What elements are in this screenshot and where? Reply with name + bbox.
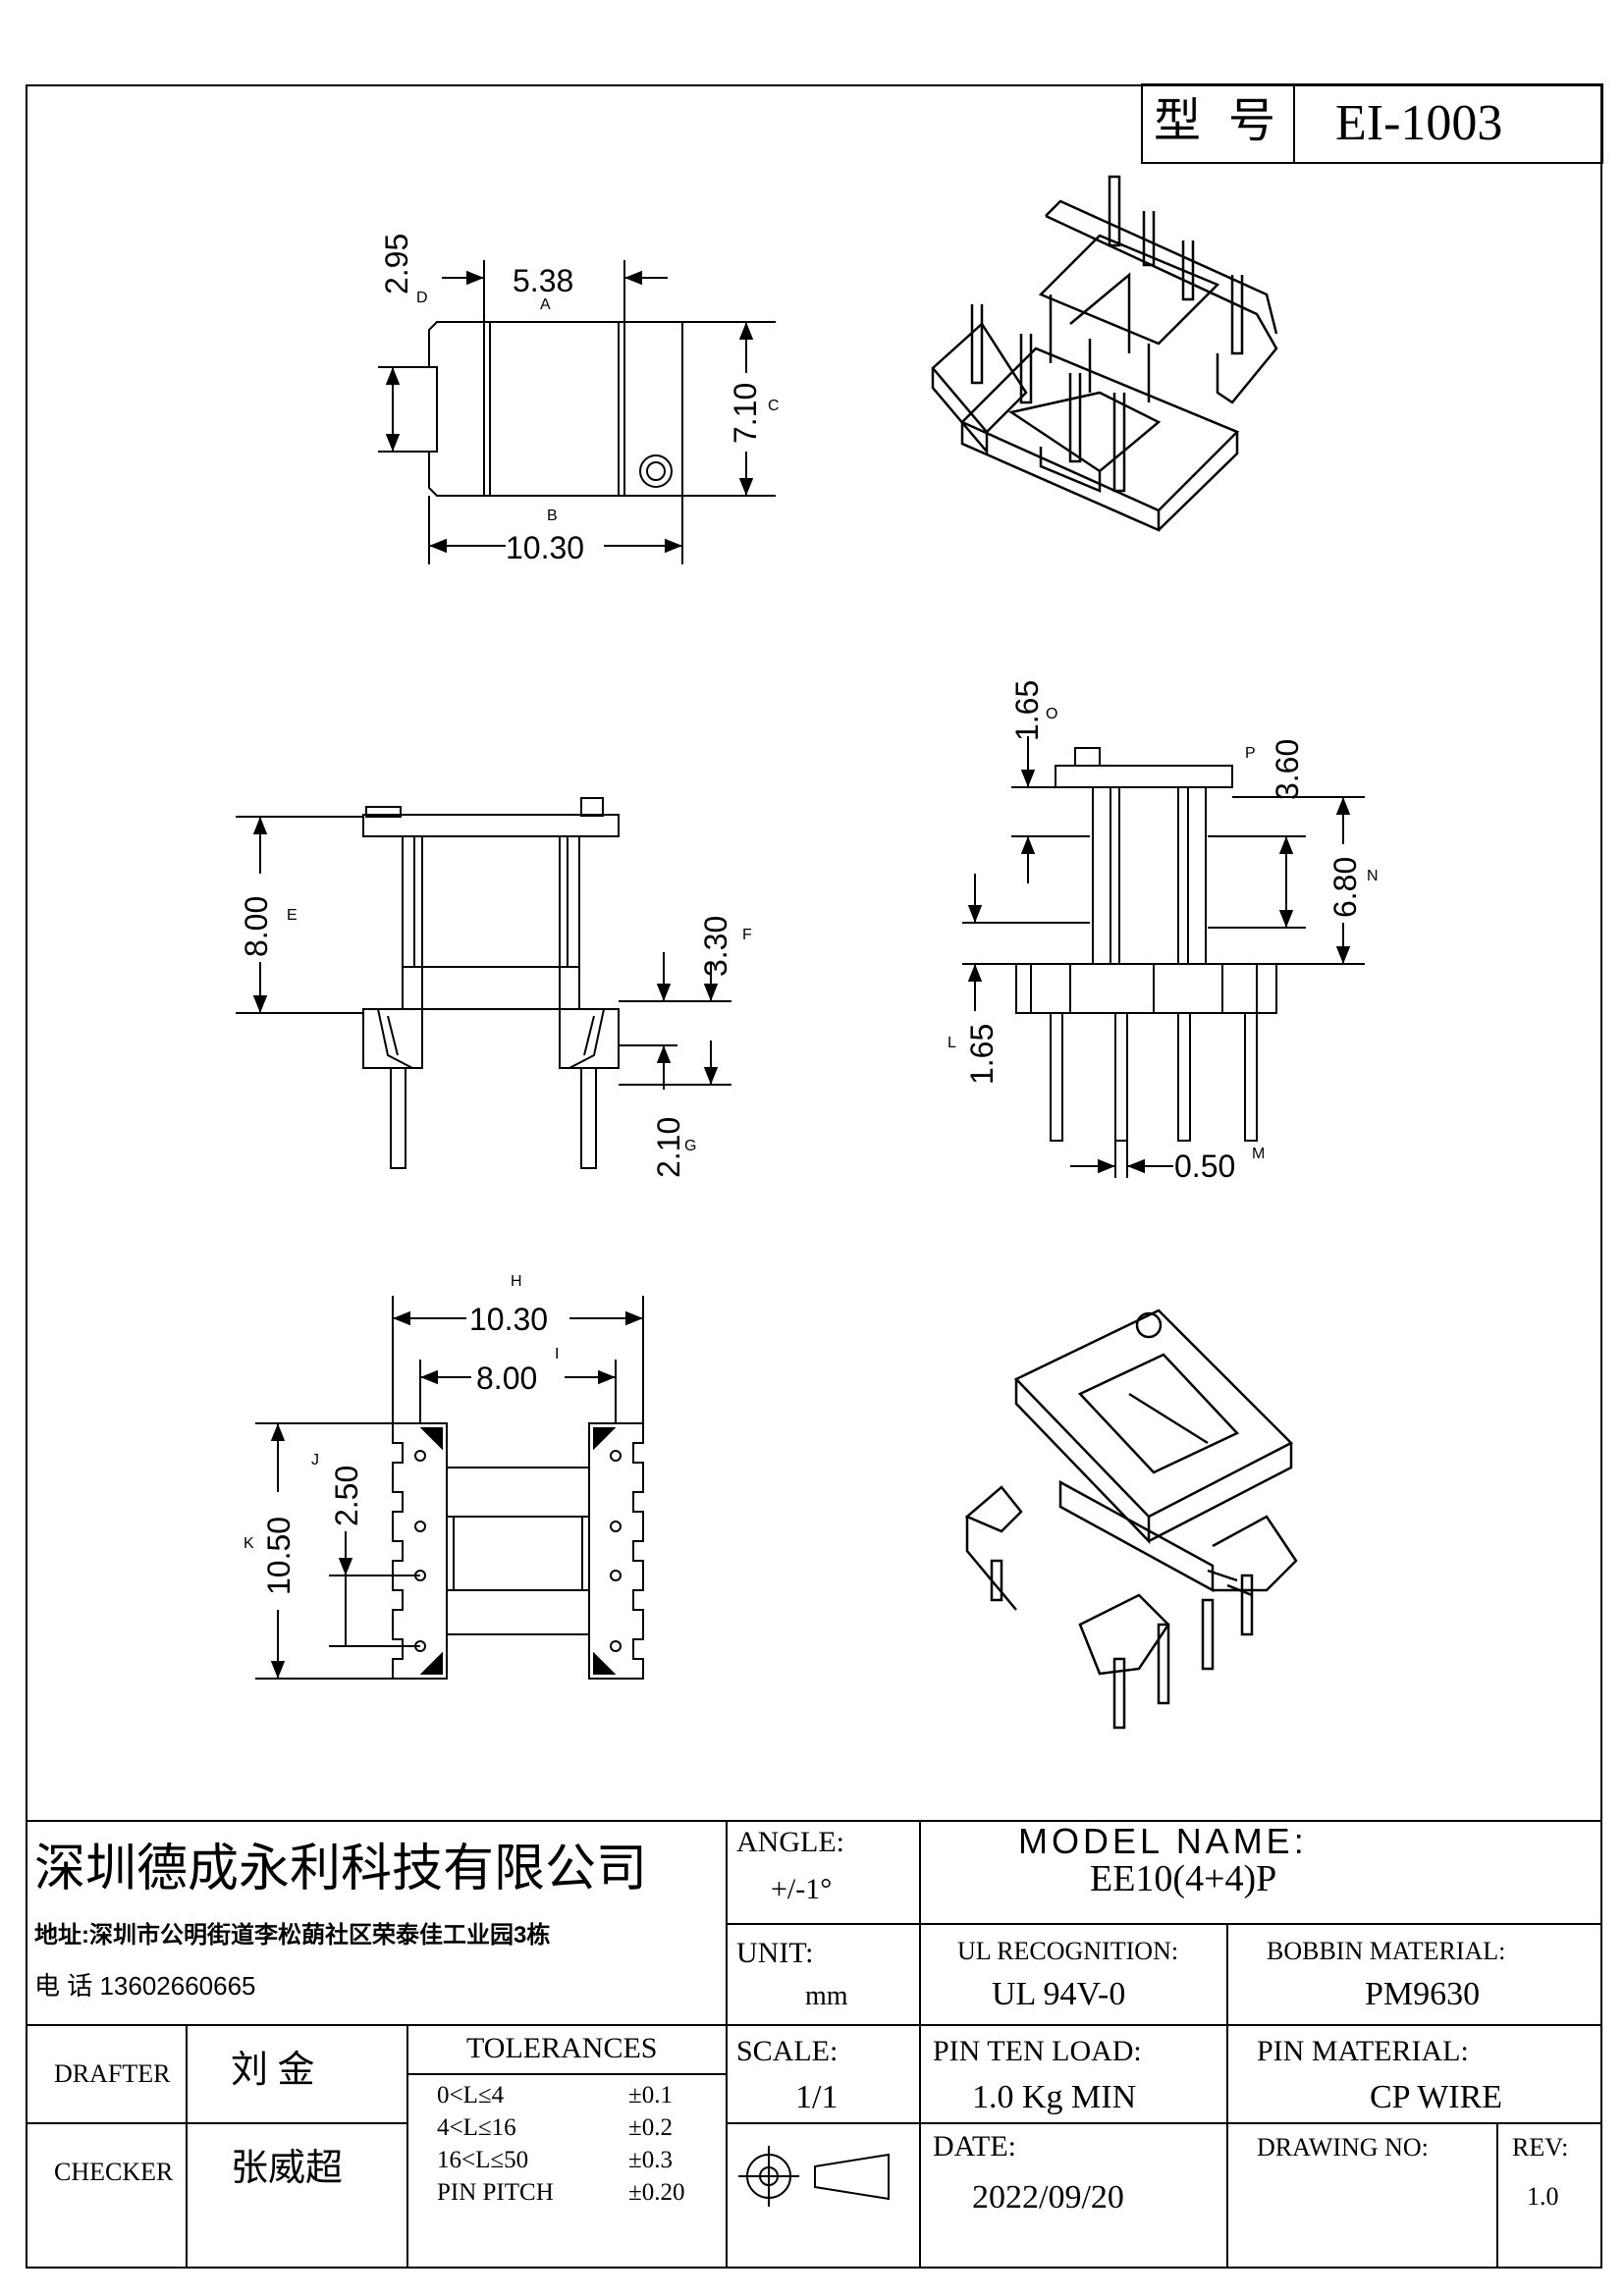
- dim-tag-m: M: [1252, 1146, 1266, 1162]
- pin-load-label: PIN TEN LOAD:: [933, 2035, 1142, 2067]
- rev-label: REV:: [1512, 2133, 1569, 2162]
- header-box: [1141, 83, 1603, 164]
- side-view: [962, 736, 1365, 1178]
- dim-top-length: 10.30: [506, 530, 585, 565]
- ul-value: UL 94V-0: [992, 1976, 1126, 2012]
- tol-range-2: 4<L≤16: [437, 2114, 516, 2141]
- company-phone: 电 话 13602660665: [34, 1971, 256, 2001]
- dim-tag-f: F: [742, 927, 752, 943]
- dim-tag-l: L: [947, 1035, 956, 1051]
- company-name: 深圳德成永利科技有限公司: [34, 1841, 648, 1897]
- pin-load-value: 1.0 Kg MIN: [972, 2079, 1137, 2115]
- dim-right-b: 6.80: [1327, 856, 1363, 918]
- angle-label: ANGLE:: [736, 1826, 844, 1858]
- tol-value-3: ±0.3: [628, 2147, 673, 2173]
- isometric-view-top: [931, 175, 1278, 532]
- bobbin-label: BOBBIN MATERIAL:: [1267, 1937, 1506, 1965]
- unit-value: mm: [805, 1981, 848, 2011]
- dim-side-height: 8.00: [239, 895, 274, 957]
- dim-bottom-inner: 8.00: [476, 1361, 538, 1396]
- checker-value: 张威超: [231, 2148, 344, 2189]
- front-view: [236, 797, 731, 1169]
- part-number: EI-1003: [1335, 95, 1503, 151]
- ul-label: UL RECOGNITION:: [957, 1937, 1179, 1965]
- rev-value: 1.0: [1527, 2182, 1559, 2211]
- scale-label: SCALE:: [736, 2035, 839, 2067]
- tolerances-label: TOLERANCES: [466, 2032, 658, 2064]
- drawing-frame: [26, 84, 1602, 2269]
- date-label: DATE:: [933, 2130, 1016, 2163]
- type-label: 型 号: [1154, 95, 1284, 147]
- dim-right-a: 3.60: [1270, 738, 1305, 800]
- dim-right-bottom: 1.65: [964, 1023, 1000, 1085]
- dim-tag-e: E: [287, 907, 298, 924]
- tol-range-1: 0<L≤4: [437, 2082, 505, 2109]
- dim-tag-d: D: [416, 290, 428, 306]
- dim-tag-k: K: [244, 1535, 254, 1552]
- dim-tag-h: H: [511, 1273, 522, 1290]
- bobbin-value: PM9630: [1365, 1976, 1481, 2012]
- pin-material-value: CP WIRE: [1370, 2079, 1503, 2115]
- dim-tag-c: C: [768, 398, 780, 414]
- date-value: 2022/09/20: [972, 2179, 1124, 2216]
- dim-bottom-pitch: 2.50: [329, 1465, 364, 1526]
- tol-range-4: PIN PITCH: [437, 2179, 554, 2206]
- dim-tag-n: N: [1367, 868, 1379, 884]
- drafter-value: 刘 金: [231, 2050, 315, 2091]
- angle-value: +/-1°: [771, 1873, 833, 1905]
- dim-tag-j: J: [311, 1452, 319, 1468]
- tol-value-4: ±0.20: [628, 2179, 685, 2206]
- dim-top-depth: 7.10: [728, 382, 763, 444]
- top-view: [378, 260, 776, 564]
- tol-value-2: ±0.2: [628, 2114, 673, 2141]
- tol-value-1: ±0.1: [628, 2082, 673, 2109]
- dim-pin-dia: 0.50: [1174, 1148, 1236, 1184]
- drawing-no-label: DRAWING NO:: [1257, 2133, 1429, 2162]
- pin-material-label: PIN MATERIAL:: [1257, 2035, 1469, 2067]
- drafter-label: DRAFTER: [54, 2059, 171, 2088]
- model-value: EE10(4+4)P: [1090, 1858, 1277, 1899]
- dim-tag-b: B: [547, 507, 558, 524]
- dim-side-pin: 2.10: [651, 1116, 686, 1178]
- scale-value: 1/1: [795, 2079, 839, 2115]
- model-label: MODEL NAME:: [1018, 1821, 1308, 1861]
- checker-label: CHECKER: [54, 2158, 174, 2186]
- dim-right-top: 1.65: [1009, 679, 1045, 741]
- dim-tag-o: O: [1046, 706, 1058, 722]
- dim-top-height-small: 2.95: [379, 233, 414, 294]
- title-block-grid: [26, 1820, 1602, 2269]
- dim-side-flange: 3.30: [698, 915, 733, 977]
- unit-label: UNIT:: [736, 1937, 814, 1969]
- dim-tag-p: P: [1245, 745, 1256, 762]
- dim-tag-g: G: [684, 1138, 697, 1154]
- dim-top-width: 5.38: [513, 263, 574, 298]
- bottom-view: [255, 1296, 644, 1680]
- dim-tag-i: I: [555, 1346, 560, 1362]
- tol-range-3: 16<L≤50: [437, 2147, 529, 2173]
- company-address: 地址:深圳市公明街道李松蓢社区荣泰佳工业园3栋: [34, 1922, 551, 1949]
- isometric-view-bottom: [964, 1308, 1298, 1730]
- dim-bottom-length: 10.50: [261, 1516, 297, 1595]
- dim-tag-a: A: [540, 296, 551, 313]
- dim-bottom-outer: 10.30: [469, 1302, 549, 1337]
